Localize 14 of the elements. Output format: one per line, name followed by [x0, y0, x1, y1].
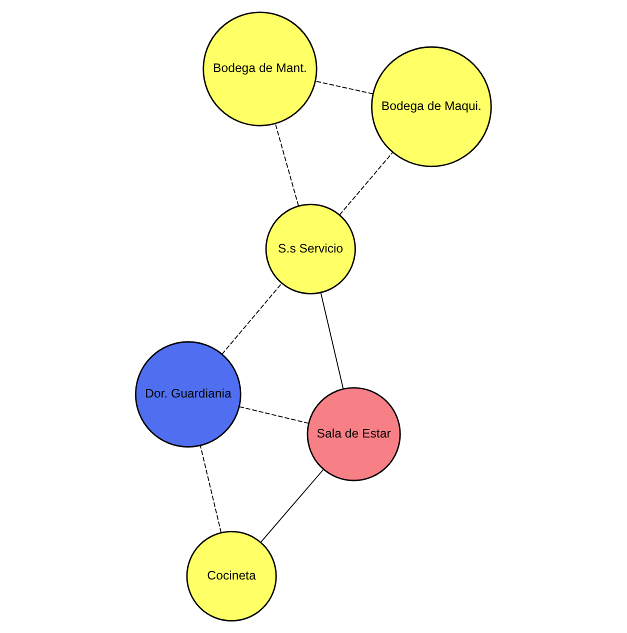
connector: [238, 406, 310, 424]
connector: [315, 80, 374, 94]
node-circle: Bodega de Mant.: [202, 12, 318, 126]
node-circle: Sala de Estar: [306, 387, 401, 482]
connector: [260, 469, 324, 543]
connector: [339, 152, 394, 216]
connector: [221, 282, 282, 355]
connector: [200, 444, 222, 534]
node-circle: Dor. Guardiania: [134, 341, 242, 448]
node-circle: Cocineta: [186, 530, 277, 622]
connector: [274, 123, 299, 206]
node-circle: Bodega de Maqui.: [371, 46, 492, 168]
node-circle: S.s Servicio: [265, 204, 356, 294]
connector: [320, 292, 344, 390]
